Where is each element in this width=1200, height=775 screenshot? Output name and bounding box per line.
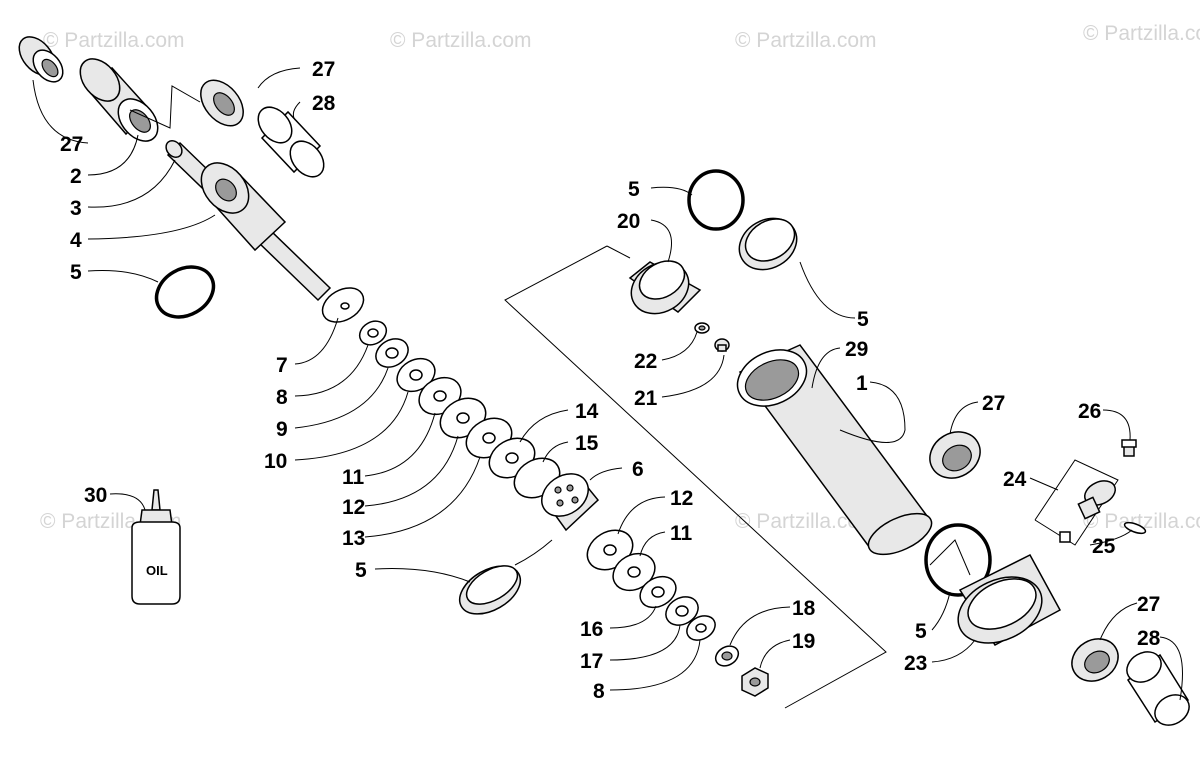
callout-27: 27: [60, 133, 83, 156]
callout-12: 12: [670, 487, 693, 510]
callout-27: 27: [982, 392, 1005, 415]
callout-8: 8: [593, 680, 605, 703]
callout-26: 26: [1078, 400, 1101, 423]
callout-5: 5: [355, 559, 367, 582]
watermark: © Partzilla.com: [43, 29, 185, 52]
callout-15: 15: [575, 432, 599, 455]
washer-16: [639, 575, 677, 609]
callout-7: 7: [276, 354, 288, 377]
watermark: © Partzilla.com: [390, 29, 532, 52]
eyelet-2: [79, 58, 159, 142]
valve-24-group: [1034, 459, 1119, 546]
callout-1: 1: [856, 372, 868, 395]
callout-28: 28: [312, 92, 336, 115]
washer-22: [694, 322, 710, 334]
watermark: © Partzilla.com: [735, 29, 877, 52]
callout-5: 5: [628, 178, 640, 201]
valve-21: [714, 338, 730, 352]
washer-8b: [686, 615, 716, 641]
callout-11: 11: [342, 466, 365, 489]
washer-7: [321, 287, 365, 323]
bushing-27-right: [200, 79, 244, 127]
leader-2: [129, 85, 201, 129]
callout-19: 19: [792, 630, 815, 653]
wear-band-5-top: [738, 217, 798, 271]
callout-10: 10: [264, 450, 287, 473]
watermark: © Partzilla.com: [735, 510, 877, 533]
watermark: © Partzilla.com: [1083, 22, 1200, 45]
o-ring-5-top: [687, 169, 745, 231]
bushing-27-bottom: [1071, 638, 1119, 682]
body-1: [736, 344, 933, 556]
callout-25: 25: [1092, 535, 1116, 558]
washer-17: [665, 596, 699, 626]
callout-29: 29: [845, 338, 868, 361]
callout-22: 22: [634, 350, 657, 373]
bushing-27-top: [18, 36, 64, 83]
cap-20: [628, 260, 702, 315]
bushing-27-mid: [929, 431, 981, 479]
washer-8: [358, 320, 388, 346]
washer-9: [375, 338, 409, 368]
callout-5: 5: [70, 261, 82, 284]
callout-27: 27: [1137, 593, 1160, 616]
spacer-28-top: [257, 106, 325, 178]
callout-9: 9: [276, 418, 288, 441]
callout-17: 17: [580, 650, 603, 673]
callout-14: 14: [575, 400, 599, 423]
callout-20: 20: [617, 210, 640, 233]
callout-21: 21: [634, 387, 658, 410]
callout-5: 5: [857, 308, 869, 331]
callout-16: 16: [580, 618, 603, 641]
washer-10: [396, 357, 436, 393]
callout-3: 3: [70, 197, 82, 220]
callout-18: 18: [792, 597, 816, 620]
callout-12: 12: [342, 496, 365, 519]
callout-8: 8: [276, 386, 288, 409]
o-ring-25: [1123, 521, 1147, 535]
nut-19: [741, 667, 769, 697]
callout-13: 13: [342, 527, 365, 550]
watermark: © Partzilla.com: [1083, 510, 1200, 533]
callout-5: 5: [915, 620, 927, 643]
piston-4: [200, 162, 287, 252]
callout-2: 2: [70, 165, 82, 188]
callout-24: 24: [1003, 468, 1027, 491]
callout-28: 28: [1137, 627, 1161, 650]
cap-26: [1121, 439, 1137, 457]
oil-label: OIL: [146, 563, 168, 578]
o-ring-5-right: [924, 523, 992, 597]
assembly-bracket-top: [606, 245, 631, 259]
leader-lines: [32, 67, 1183, 701]
washer-18: [714, 645, 740, 667]
callout-4: 4: [70, 229, 82, 252]
assembly-bracket-left: [504, 245, 887, 709]
wear-band-5-bottom: [458, 565, 522, 615]
body-edge: [929, 539, 971, 576]
end-cap-23: [957, 554, 1062, 646]
piston-6: [541, 473, 600, 532]
spacer-28-bottom: [1126, 651, 1190, 726]
callout-30: 30: [84, 484, 107, 507]
callout-27: 27: [312, 58, 335, 81]
o-ring-5-left: [154, 265, 216, 319]
oil-bottle-30: OIL: [131, 489, 181, 605]
callout-11: 11: [670, 522, 693, 545]
callout-6: 6: [632, 458, 644, 481]
callout-23: 23: [904, 652, 927, 675]
